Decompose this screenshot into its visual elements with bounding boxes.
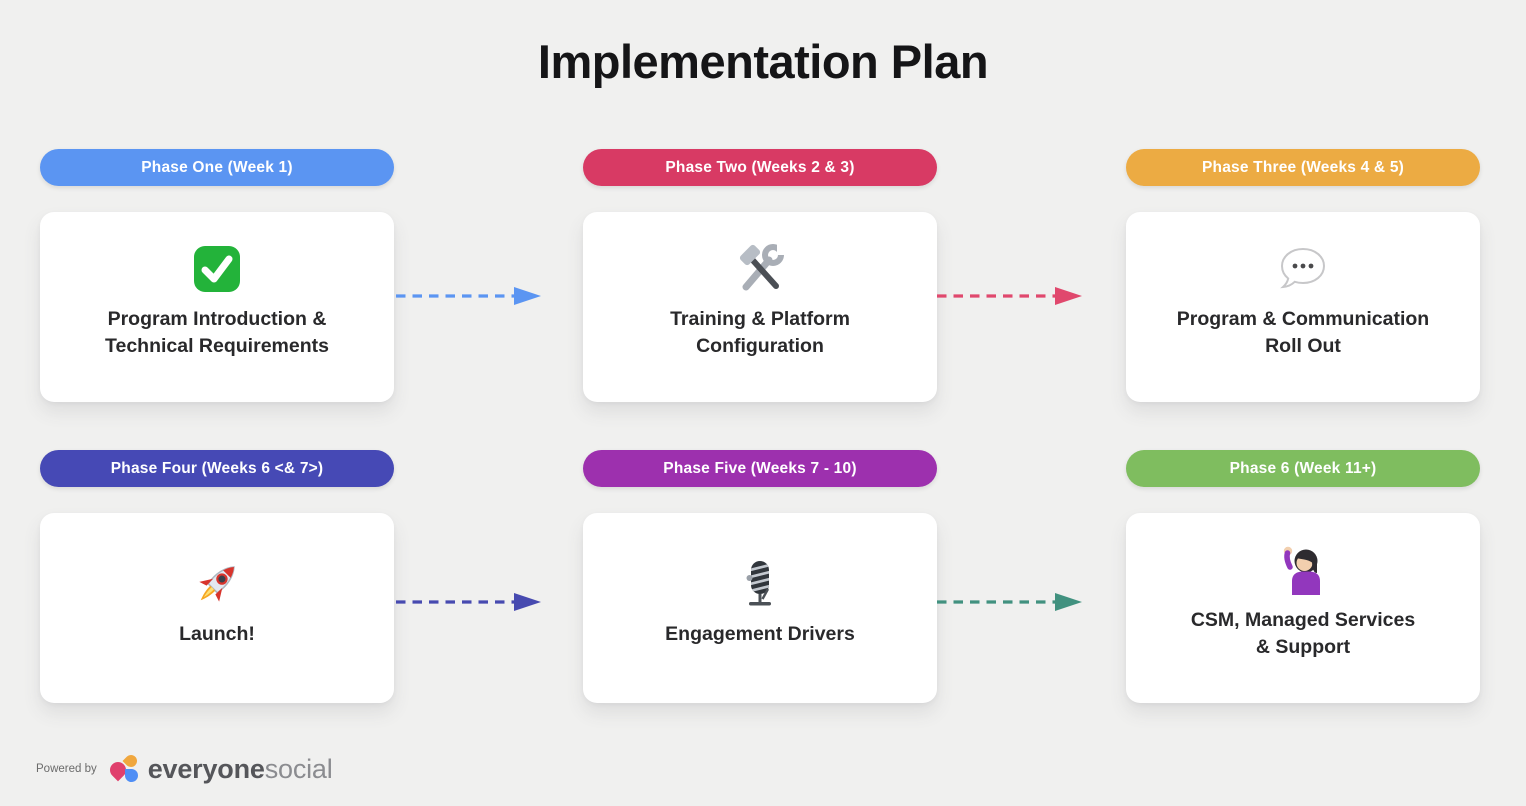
arrow-phase-four-to-five xyxy=(396,593,541,611)
everyonesocial-logo-icon xyxy=(106,752,140,785)
rocket-icon xyxy=(199,565,235,602)
phase-three-pill: Phase Three (Weeks 4 & 5) xyxy=(1126,149,1480,186)
phase-one-block: Phase One (Week 1) Program Introduction … xyxy=(40,149,394,402)
phase-four-title: Launch! xyxy=(179,622,255,645)
phase-six-title: CSM, Managed Services & Support xyxy=(1190,609,1416,658)
phase-six-label: Phase 6 (Week 11+) xyxy=(1229,459,1377,477)
wordmark-everyone: everyone xyxy=(147,753,265,784)
phase-one-title: Program Introduction & Technical Require… xyxy=(105,308,329,357)
phase-two-pill: Phase Two (Weeks 2 & 3) xyxy=(583,149,937,186)
phase-five-label: Phase Five (Weeks 7 - 10) xyxy=(663,459,857,477)
phase-three-card: Program & Communication Roll Out xyxy=(1126,212,1480,402)
phase-four-card: Launch! xyxy=(40,513,394,703)
footer-branding: Powered by everyonesocial xyxy=(36,749,333,789)
phase-five-pill: Phase Five (Weeks 7 - 10) xyxy=(583,450,937,487)
logo-petal-blue xyxy=(124,768,138,782)
phase-four-label: Phase Four (Weeks 6 <& 7>) xyxy=(110,459,324,477)
arrow-phase-five-to-six xyxy=(937,593,1082,611)
phase-three-title: Program & Communication Roll Out xyxy=(1176,308,1430,357)
powered-by-label: Powered by xyxy=(36,763,97,775)
everyonesocial-wordmark: everyonesocial xyxy=(147,753,333,784)
phase-one-card: Program Introduction & Technical Require… xyxy=(40,212,394,402)
phase-five-block: Phase Five (Weeks 7 - 10) Engagement Dri… xyxy=(583,450,937,703)
phase-three-block: Phase Three (Weeks 4 & 5) Program & Comm… xyxy=(1126,149,1480,402)
phase-five-card: Engagement Drivers xyxy=(583,513,937,703)
phase-two-label: Phase Two (Weeks 2 & 3) xyxy=(665,158,855,176)
phase-six-block: Phase 6 (Week 11+) CSM, Managed Services… xyxy=(1126,450,1480,703)
woman-raising-hand-icon xyxy=(1283,546,1320,596)
arrow-phase-one-to-two xyxy=(396,287,541,305)
speech-balloon-icon xyxy=(1280,248,1326,289)
phase-five-title: Engagement Drivers xyxy=(665,622,855,645)
phase-one-label: Phase One (Week 1) xyxy=(141,158,293,176)
hammer-and-wrench-icon xyxy=(739,242,787,291)
check-mark-button-icon xyxy=(194,246,240,293)
phase-three-label: Phase Three (Weeks 4 & 5) xyxy=(1202,158,1404,176)
phase-four-pill: Phase Four (Weeks 6 <& 7>) xyxy=(40,450,394,487)
wordmark-social: social xyxy=(264,753,333,784)
phase-six-pill: Phase 6 (Week 11+) xyxy=(1126,450,1480,487)
phase-six-card: CSM, Managed Services & Support xyxy=(1126,513,1480,703)
studio-microphone-icon xyxy=(746,560,771,606)
phase-two-block: Phase Two (Weeks 2 & 3) Training & Platf… xyxy=(583,149,937,402)
phase-four-block: Phase Four (Weeks 6 <& 7>) Launch! xyxy=(40,450,394,703)
phase-two-card: Training & Platform Configuration xyxy=(583,212,937,402)
page-title: Implementation Plan xyxy=(537,35,989,88)
phase-two-title: Training & Platform Configuration xyxy=(670,308,850,357)
phase-one-pill: Phase One (Week 1) xyxy=(40,149,394,186)
arrow-phase-two-to-three xyxy=(937,287,1082,305)
